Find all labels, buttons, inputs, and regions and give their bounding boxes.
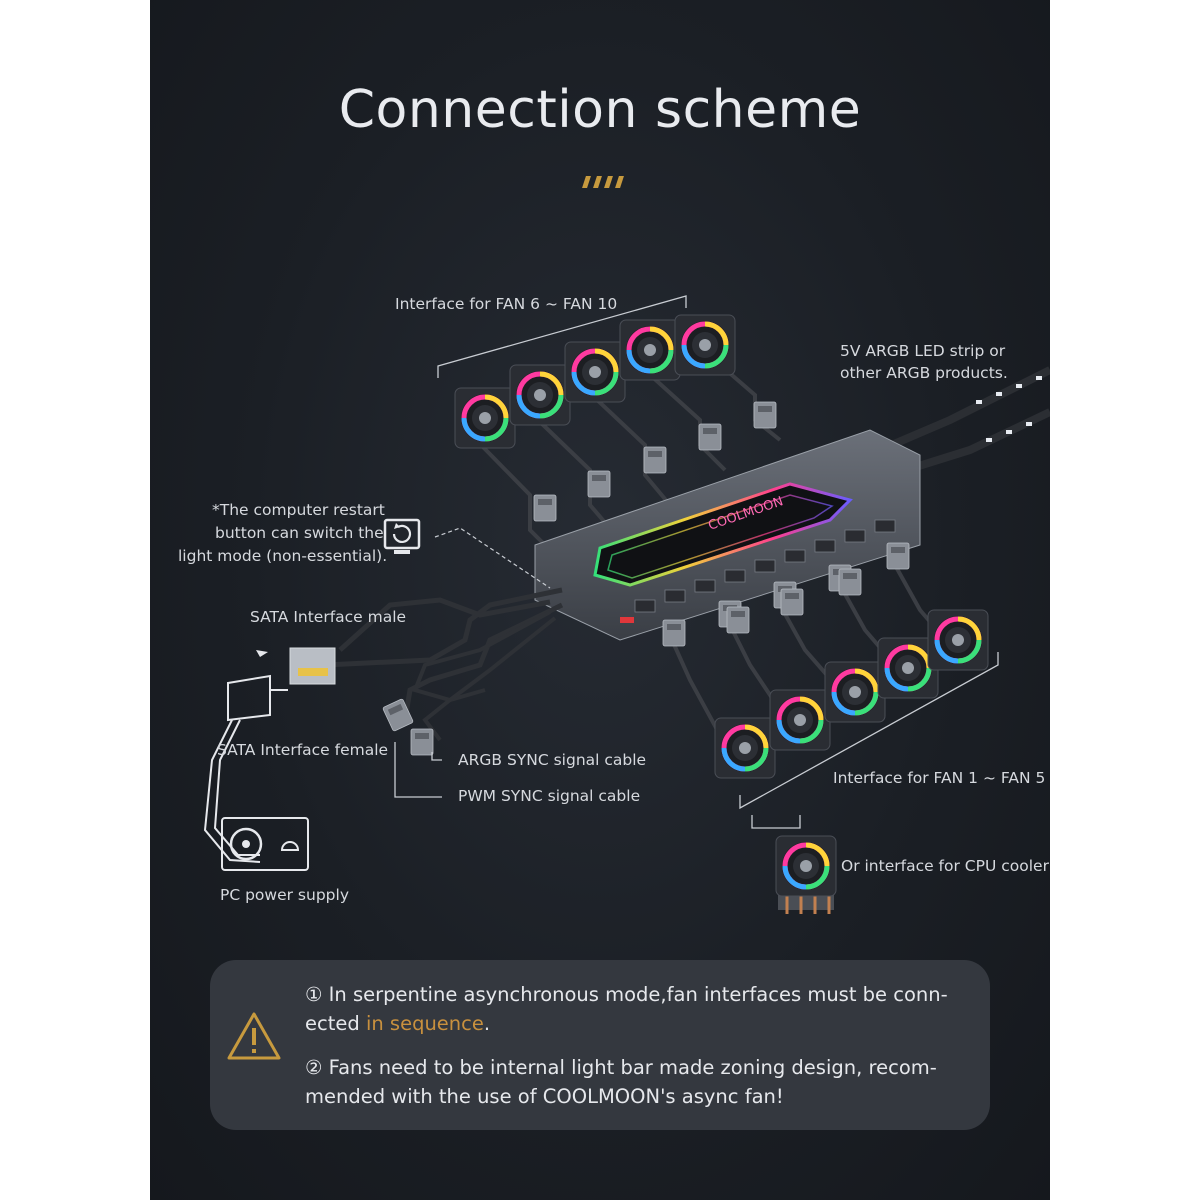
sata-male-connector bbox=[256, 648, 335, 684]
label-fan-6-10: Interface for FAN 6 ~ FAN 10 bbox=[395, 293, 617, 315]
bottom-fans bbox=[715, 610, 988, 778]
notice-1: ① In serpentine asynchronous mode,fan in… bbox=[305, 980, 965, 1038]
label-argb-strip-2: other ARGB products. bbox=[840, 362, 1008, 384]
sata-female-connector bbox=[205, 676, 288, 862]
notice-2: ② Fans need to be internal light bar mad… bbox=[305, 1053, 965, 1111]
label-argb-sync: ARGB SYNC signal cable bbox=[458, 749, 646, 771]
notice-1-end: . bbox=[484, 1012, 490, 1035]
label-restart-3: light mode (non-essential). bbox=[178, 545, 387, 567]
connection-scheme-panel: Connection scheme bbox=[150, 0, 1050, 1200]
label-cpu-cooler: Or interface for CPU cooler bbox=[841, 855, 1049, 877]
cpu-cooler bbox=[776, 836, 836, 914]
label-restart-1: *The computer restart bbox=[212, 499, 385, 521]
label-psu: PC power supply bbox=[220, 884, 349, 906]
label-restart-2: button can switch the bbox=[215, 522, 384, 544]
label-fan-1-5: Interface for FAN 1 ~ FAN 5 bbox=[833, 767, 1045, 789]
notice-1-highlight: in sequence bbox=[366, 1012, 484, 1035]
warning-triangle-icon bbox=[226, 1010, 282, 1062]
restart-monitor-icon bbox=[385, 520, 419, 554]
top-fans bbox=[455, 315, 735, 448]
notice-box: ① In serpentine asynchronous mode,fan in… bbox=[210, 960, 990, 1130]
label-pwm-sync: PWM SYNC signal cable bbox=[458, 785, 640, 807]
label-argb-strip-1: 5V ARGB LED strip or bbox=[840, 340, 1005, 362]
connection-diagram: COOLMOON bbox=[150, 0, 1050, 960]
restart-link-line bbox=[435, 528, 550, 588]
power-supply-icon bbox=[222, 818, 308, 870]
label-sata-female: SATA Interface female bbox=[217, 739, 388, 761]
label-sata-male: SATA Interface male bbox=[250, 606, 406, 628]
